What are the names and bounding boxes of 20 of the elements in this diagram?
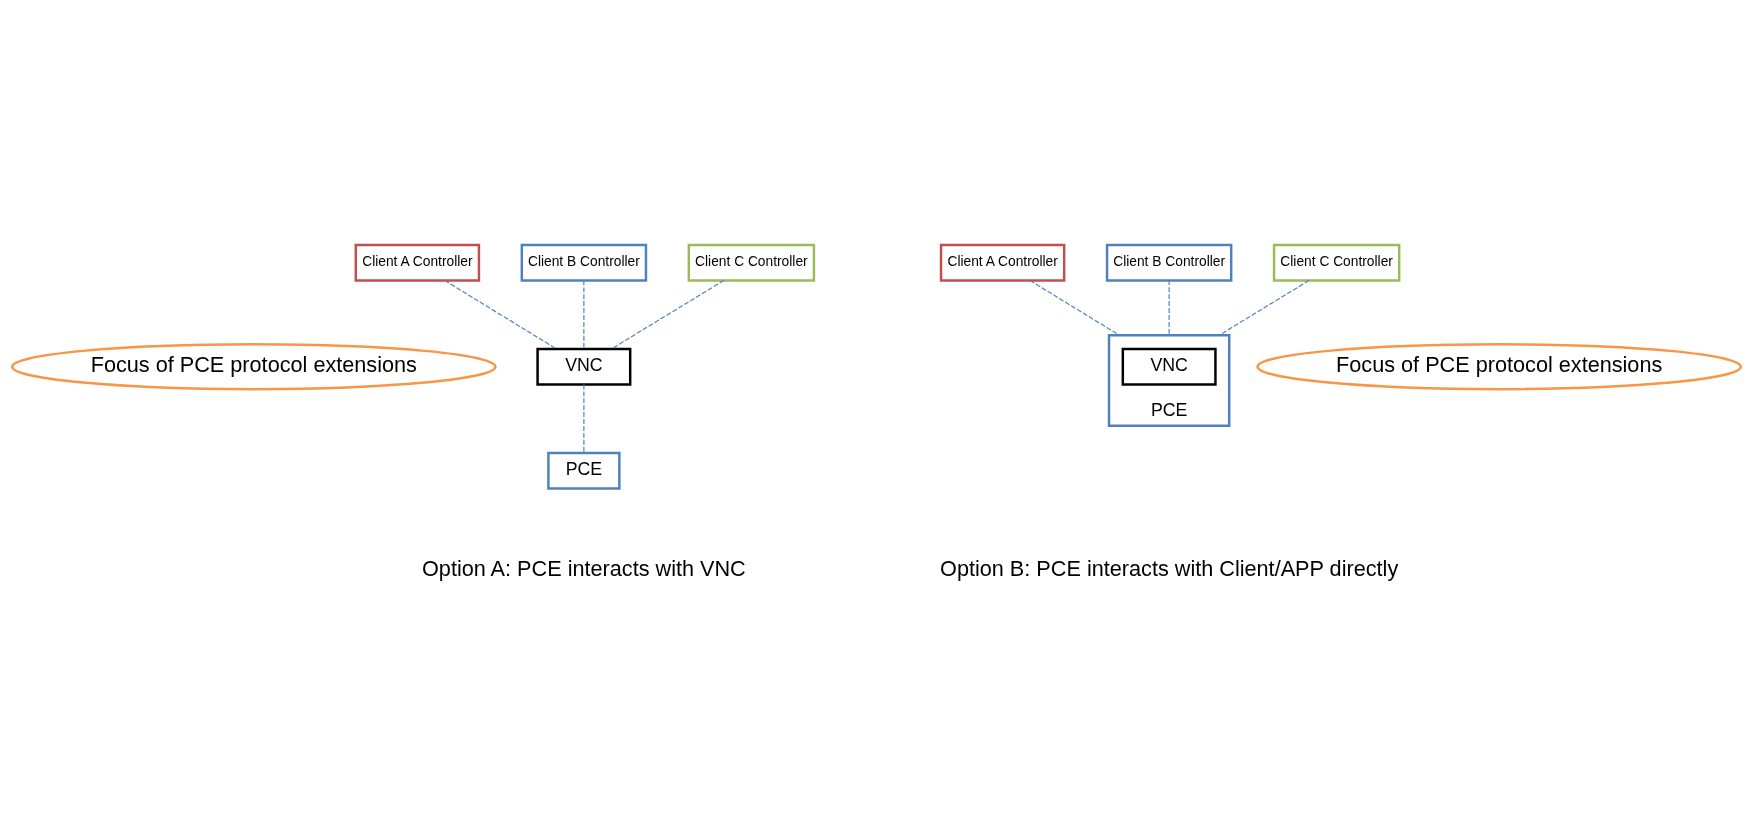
connector <box>1168 279 1170 336</box>
node-box: Client B Controller <box>1105 243 1233 282</box>
node-box: PCE <box>547 451 621 490</box>
connector <box>583 383 585 454</box>
node-box: Client C Controller <box>1272 243 1401 282</box>
node-box: Client B Controller <box>520 243 648 282</box>
node-ellipse: Focus of PCE protocol extensions <box>1256 342 1743 390</box>
node-box: Client A Controller <box>939 243 1066 282</box>
node-box: Client C Controller <box>687 243 816 282</box>
node-box: VNC <box>536 347 632 386</box>
label: Option A: PCE interacts with VNC <box>422 555 746 581</box>
node-box: Client A Controller <box>354 243 481 282</box>
node-ellipse: Focus of PCE protocol extensions <box>10 342 497 390</box>
connector <box>1029 279 1120 336</box>
connector <box>1218 279 1310 336</box>
label: Option B: PCE interacts with Client/APP directly <box>940 555 1399 581</box>
connector <box>583 279 585 349</box>
node-box: VNC <box>1121 347 1217 386</box>
connector <box>444 279 557 349</box>
connector <box>611 279 725 349</box>
